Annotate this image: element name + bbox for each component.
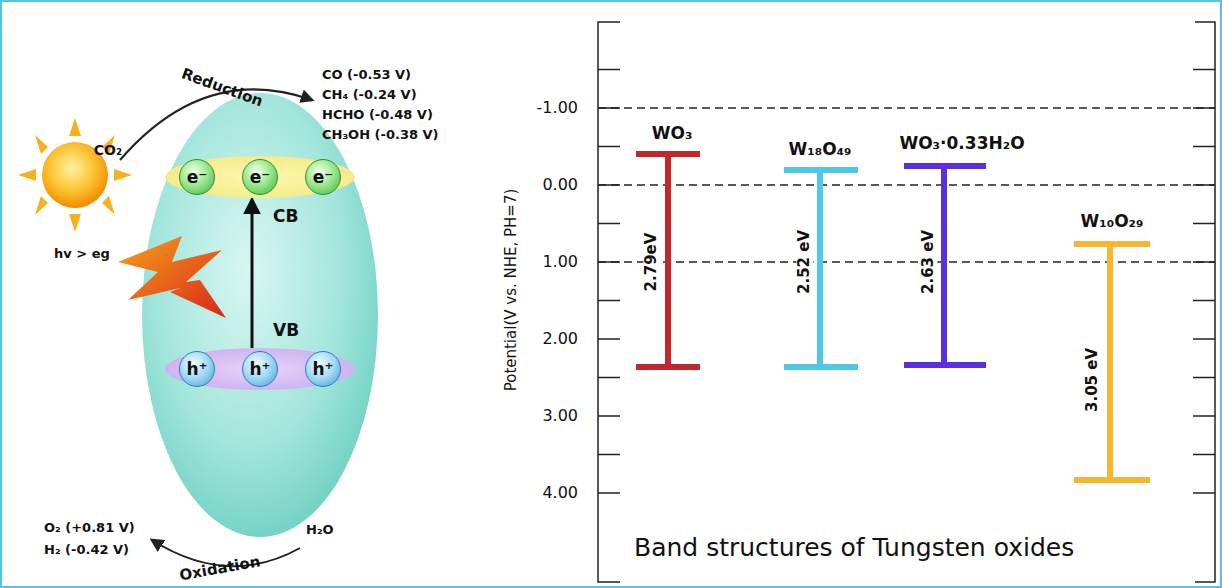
axis-ticks (598, 70, 1215, 494)
product-label: CH₄ (-0.24 V) (322, 88, 417, 103)
axis-title: Potential(V vs. NHE, PH=7) (503, 189, 520, 392)
product-label: HCHO (-0.48 V) (322, 108, 433, 123)
lightning-bolt (118, 236, 226, 318)
tick-label: 0.00 (542, 176, 578, 194)
chart-caption: Band structures of Tungsten oxides (634, 534, 1074, 563)
charge-symbol: e⁻ (187, 167, 208, 187)
excitation-arrow (251, 200, 254, 348)
reactant-label: H₂O (306, 523, 334, 538)
reactant-label: CO₂ (94, 142, 122, 158)
charge-symbol: h⁺ (312, 359, 333, 379)
gap-value: 2.63 eV (920, 228, 937, 296)
charge-symbol: e⁻ (313, 167, 334, 187)
chart-frame (598, 22, 1215, 582)
tick-label: 1.00 (542, 253, 578, 271)
series-label: WO₃·0.33H₂O (899, 134, 1024, 154)
electron: e⁻ (305, 159, 341, 195)
tick-label: 2.00 (542, 330, 578, 348)
series-label: W₁₀O₂₉ (1081, 212, 1144, 232)
sun (18, 118, 132, 232)
product-label: H₂ (-0.42 V) (44, 543, 129, 558)
hole: h⁺ (242, 351, 278, 387)
reduction-arrow (120, 89, 312, 160)
light-label: hv > eg (54, 247, 110, 262)
particle (142, 93, 378, 537)
product-label: O₂ (+0.81 V) (44, 521, 135, 536)
band-label: VB (273, 320, 299, 340)
product-label: CH₃OH (-0.38 V) (322, 128, 439, 143)
charge-symbol: h⁺ (249, 359, 270, 379)
charge-symbol: e⁻ (250, 167, 271, 187)
electron: e⁻ (179, 159, 215, 195)
gap-value: 2.52 eV (796, 228, 813, 296)
tick-label: 3.00 (542, 407, 578, 425)
hole: h⁺ (179, 351, 215, 387)
gap-value: 3.05 eV (1084, 346, 1101, 414)
series-label: WO₃ (652, 124, 693, 144)
electron: e⁻ (242, 159, 278, 195)
hole: h⁺ (305, 351, 341, 387)
tick-label: -1.00 (537, 99, 578, 117)
gap-value: 2.79eV (643, 231, 660, 294)
valence-band: VBh⁺h⁺h⁺ (165, 348, 355, 390)
band-bars (636, 154, 1150, 480)
series-label: W₁₈O₄₉ (789, 140, 852, 160)
charge-symbol: h⁺ (186, 359, 207, 379)
reference-lines (598, 108, 1215, 262)
band-label: CB (273, 206, 298, 226)
product-label: CO (-0.53 V) (322, 68, 411, 83)
conduction-band: CBe⁻e⁻e⁻ (165, 156, 355, 198)
tick-label: 4.00 (542, 484, 578, 502)
